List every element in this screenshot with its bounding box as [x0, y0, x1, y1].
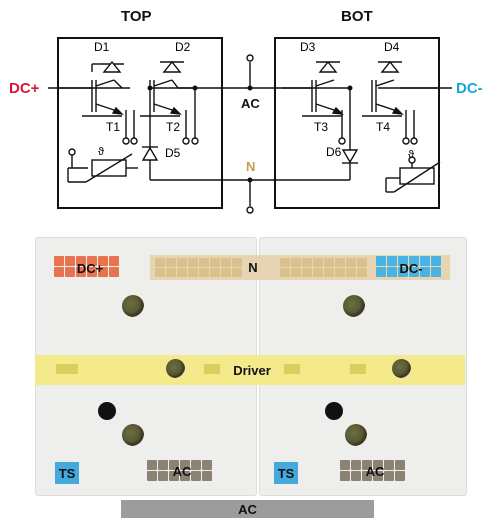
ntc-bot-symbol: ϑ: [408, 149, 414, 161]
ntc-top-symbol: ϑ: [98, 146, 104, 158]
ac-bottom-bar: AC: [121, 500, 374, 518]
mount-hole-right-upper: [343, 295, 365, 317]
driver-label: Driver: [233, 362, 271, 378]
mount-hole-left-lower: [122, 424, 144, 446]
t2-label: T2: [166, 120, 181, 134]
d2-label: D2: [175, 40, 191, 54]
schematic-diagram: ϑ ϑ: [48, 37, 452, 214]
d4-label: D4: [384, 40, 400, 54]
driver-pins-1: [56, 364, 78, 374]
d3-label: D3: [300, 40, 316, 54]
top-label: TOP: [121, 8, 152, 25]
driver-hole-right: [392, 359, 411, 378]
black-pin-left: [98, 402, 116, 420]
ac-node-label: AC: [239, 96, 262, 111]
bot-label: BOT: [341, 8, 373, 25]
dc-plus-label: DC+: [9, 80, 40, 97]
t4-label: T4: [376, 120, 391, 134]
driver-pins-2: [204, 364, 220, 374]
n-pins-left: [155, 258, 242, 277]
driver-pins-4: [350, 364, 366, 374]
n-pins-right: [280, 258, 367, 277]
d5-label: D5: [165, 146, 181, 160]
ac-right-terminal: AC: [365, 463, 385, 479]
driver-pins-3: [284, 364, 300, 374]
black-pin-right: [325, 402, 343, 420]
driver-hole-left: [166, 359, 185, 378]
t1-label: T1: [106, 120, 121, 134]
ac-pins-right: [340, 460, 405, 481]
mount-hole-left-upper: [122, 295, 144, 317]
ts-left-terminal: TS: [55, 462, 79, 484]
ac-left-terminal: AC: [172, 463, 192, 479]
dc-minus-pins: [376, 256, 441, 277]
dc-minus-label: DC-: [456, 80, 483, 97]
n-node-label: N: [244, 159, 258, 174]
n-terminal: N: [248, 260, 258, 275]
mount-hole-right-lower: [345, 424, 367, 446]
bot-module-box: [274, 37, 440, 209]
dc-plus-pins: [54, 256, 119, 277]
top-module-box: [57, 37, 223, 209]
dc-minus-terminal: DC-: [399, 260, 423, 276]
t3-label: T3: [314, 120, 329, 134]
d6-label: D6: [326, 145, 342, 159]
d1-label: D1: [94, 40, 110, 54]
ac-pins-left: [147, 460, 212, 481]
ts-right-terminal: TS: [274, 462, 298, 484]
dc-plus-terminal: DC+: [76, 260, 104, 276]
